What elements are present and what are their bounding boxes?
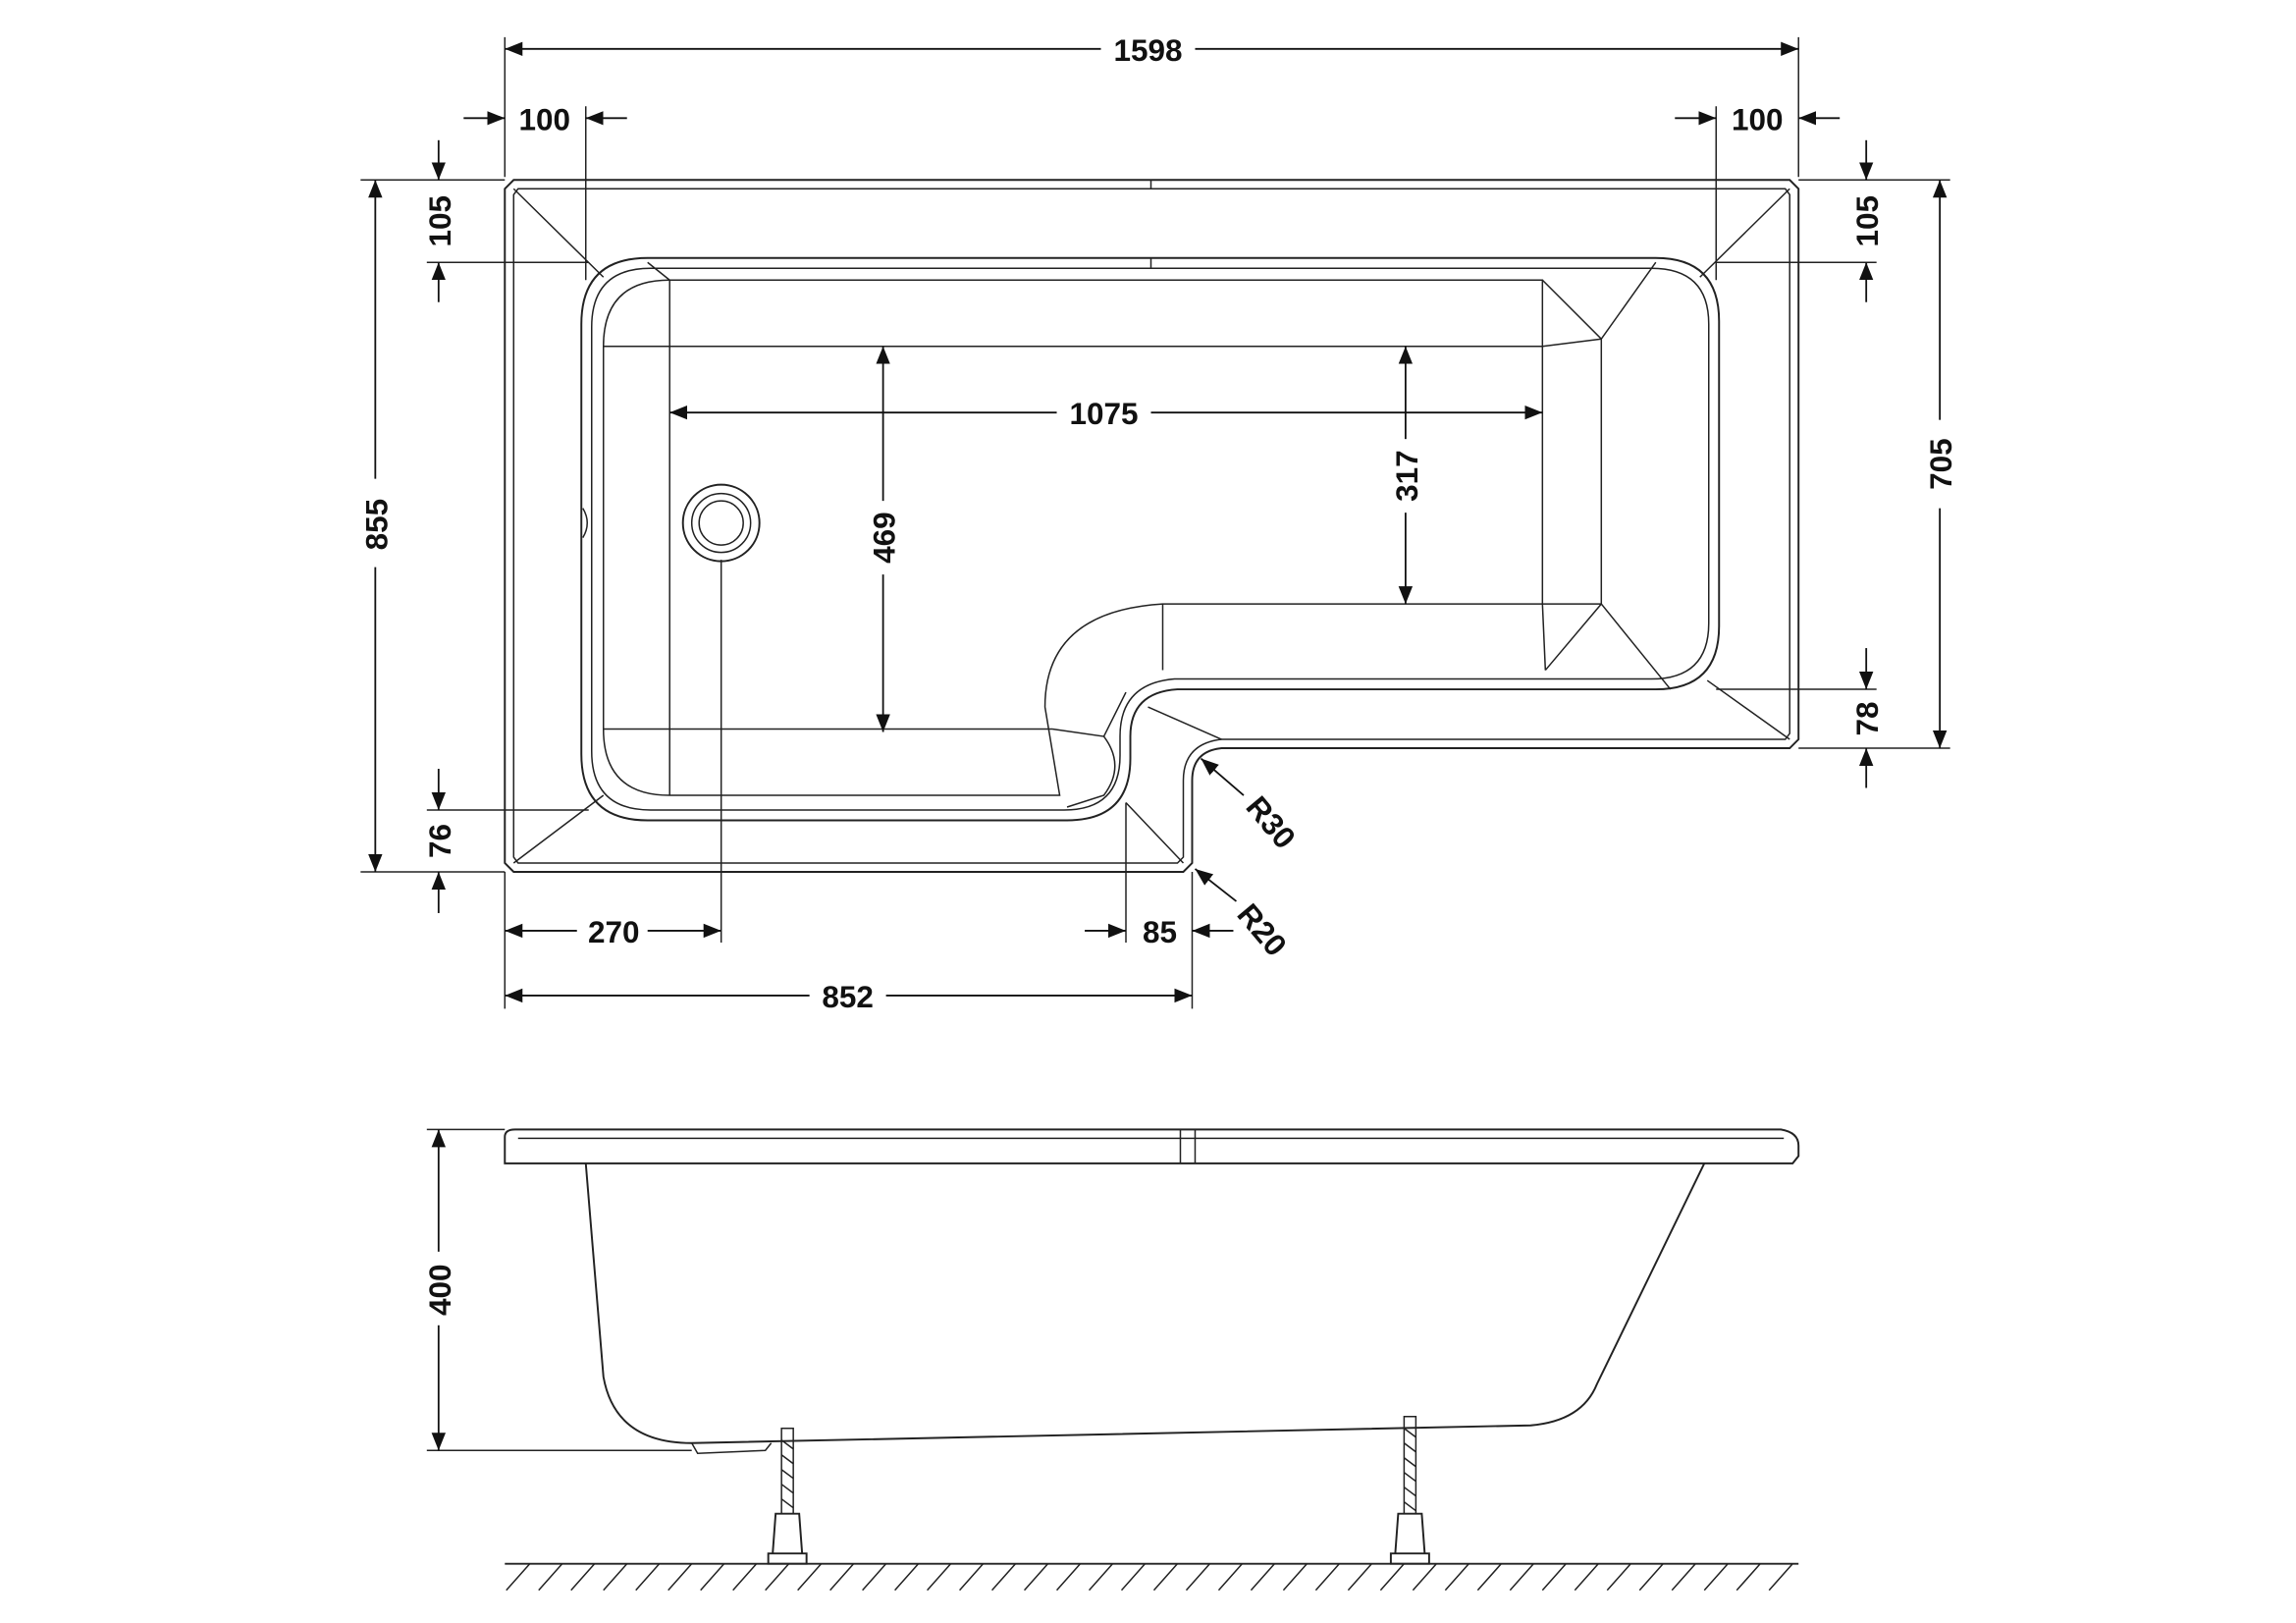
hatch-line [1444,1563,1469,1592]
label-855: 855 [359,499,394,551]
hatch-line [1347,1563,1372,1592]
label-78: 78 [1850,702,1885,736]
hatch-line [1250,1563,1276,1592]
rim-side [504,1128,1800,1164]
hatch-line [635,1563,661,1592]
top-view: 1598 100 100 105 105 855 705 1075 469 31… [355,29,1962,1016]
label-76: 76 [423,824,457,858]
hatch-line [1379,1563,1405,1592]
outer-rim-outline [504,179,1800,873]
hatch-line [1023,1563,1049,1592]
hatch-line [1152,1563,1179,1592]
waste-outlet [681,483,761,563]
hatch-line [1768,1563,1793,1592]
outer-rim-inner-line [512,188,1790,864]
side-extension-lines [426,1128,692,1451]
hatch-line [1574,1563,1599,1592]
leg-right [1389,1415,1430,1565]
label-100-right: 100 [1732,102,1784,136]
bath-inner-edge [580,256,1721,822]
leg-left [767,1427,808,1565]
hatch-line [1088,1563,1114,1592]
label-105-right: 105 [1850,195,1885,247]
hatch-line [1638,1563,1664,1592]
label-317: 317 [1390,450,1424,502]
hatch-line [1282,1563,1308,1592]
label-469: 469 [868,512,902,564]
label-1598: 1598 [1113,33,1182,68]
label-r20: R20 [1231,897,1294,963]
hatch-line [1671,1563,1696,1592]
label-85: 85 [1143,915,1177,949]
hatch-line [570,1563,596,1592]
label-r30: R30 [1240,789,1303,855]
label-400: 400 [423,1265,457,1317]
hatch-line [1185,1563,1211,1592]
side-view: 400 [419,1128,1800,1592]
hatch-line [1412,1563,1437,1592]
corner-lines [512,188,1790,864]
hatch-line [1120,1563,1147,1592]
label-705: 705 [1924,438,1958,490]
hatch-line [1735,1563,1761,1592]
hatch-line [1055,1563,1082,1592]
bath-inner-edge-2 [590,267,1710,811]
hatch-line [927,1563,952,1592]
hatch-line [538,1563,563,1592]
hatch-line [1703,1563,1729,1592]
hatch-line [862,1563,887,1592]
floor-facets [603,261,1672,808]
label-100-left: 100 [519,102,571,136]
rim-detail [517,1129,1785,1163]
label-105-left: 105 [423,195,457,247]
label-270: 270 [588,915,640,949]
hatch-line [1217,1563,1244,1592]
label-1075: 1075 [1070,397,1139,431]
hatch-line [959,1563,985,1592]
hatch-line [829,1563,855,1592]
hatch-line [1476,1563,1502,1592]
floor-hatching [506,1563,1793,1592]
hatch-line [1541,1563,1567,1592]
hatch-line [732,1563,758,1592]
waste-side [691,1442,773,1454]
hatch-line [1509,1563,1534,1592]
hatch-line [667,1563,693,1592]
overflow [582,508,588,539]
hatch-line [765,1563,790,1592]
hatch-line [991,1563,1017,1592]
label-852: 852 [822,980,874,1014]
hatch-line [506,1563,531,1592]
hatch-line [1606,1563,1631,1592]
hatch-line [700,1563,725,1592]
hatch-line [797,1563,823,1592]
hatch-line [894,1563,920,1592]
bath-floor [602,279,1544,796]
hatch-line [603,1563,628,1592]
bath-body-side [584,1163,1706,1444]
hatch-line [1314,1563,1340,1592]
